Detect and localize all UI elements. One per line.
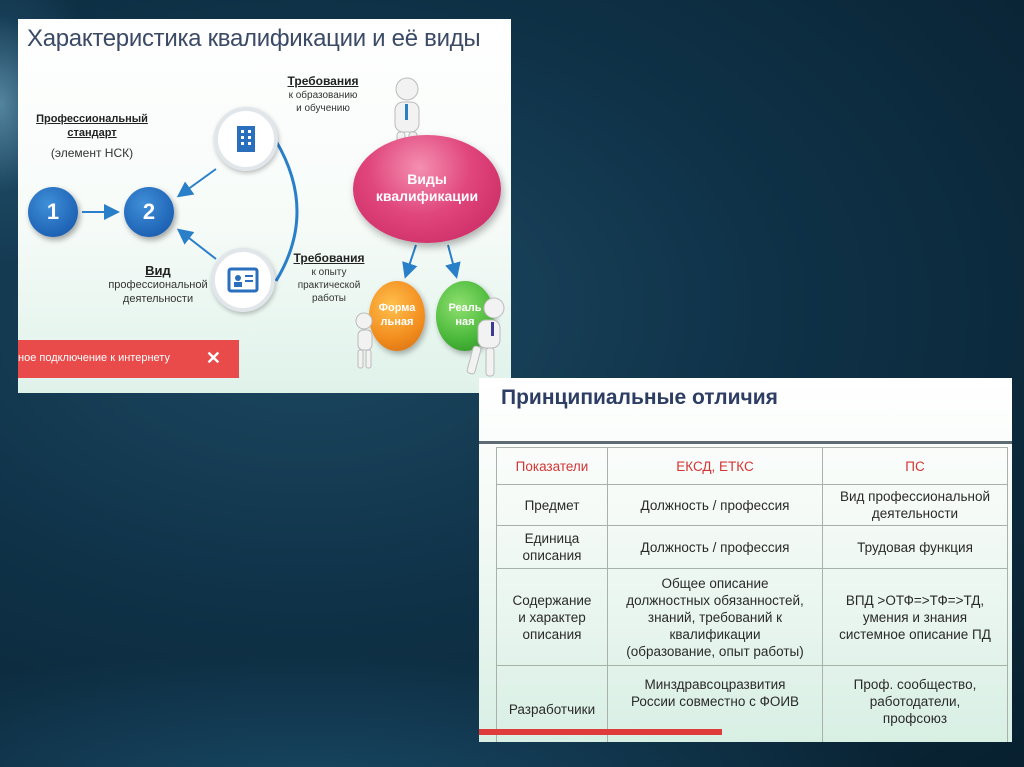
cell-line: деятельности (826, 505, 1004, 522)
connection-notification: ное подключение к интернету ✕ (18, 340, 239, 378)
arrow-edu-to-2 (180, 169, 216, 195)
cell-line: Единица (500, 530, 604, 547)
activity-type-line2: деятельности (93, 292, 223, 306)
cell-line: (образование, опыт работы) (611, 643, 819, 660)
slide-qualification-types: Характеристика квалификации и её виды Пр… (18, 19, 511, 393)
header-ps: ПС (823, 448, 1008, 485)
eksd-cell: Общее описание должностных обязанностей,… (608, 569, 823, 666)
qualification-types-line1: Виды (353, 171, 501, 188)
cell-line: Минздравсоцразвития (611, 676, 819, 693)
row-label: Единица описания (497, 526, 608, 569)
figure-push-right-icon (464, 294, 508, 382)
cell-line: России совместно с ФОИВ (611, 693, 819, 710)
differences-table: Показатели ЕКСД, ЕТКС ПС Предмет Должнос… (496, 447, 1008, 742)
cell-line: профсоюз (826, 710, 1004, 727)
cell-line: Проф. сообщество, (826, 676, 1004, 693)
table-row: Содержание и характер описания Общее опи… (497, 569, 1008, 666)
education-requirements-label: Требования к образованию и обучению (273, 73, 373, 115)
accent-bar (479, 729, 722, 735)
ps-cell: Вид профессиональной деятельности (823, 485, 1008, 526)
cell-line: описания (500, 626, 604, 643)
ps-cell: Проф. сообщество, работодатели, профсоюз (823, 666, 1008, 743)
table-row: Предмет Должность / профессия Вид профес… (497, 485, 1008, 526)
education-requirements-line2: и обучению (273, 102, 373, 115)
cell-line: Общее описание (611, 575, 819, 592)
notification-text: ное подключение к интернету (18, 352, 170, 364)
cell-line: ВПД >ОТФ=>ТФ=>ТД, (826, 592, 1004, 609)
cell-line: умения и знания (826, 609, 1004, 626)
slide2-title: Принципиальные отличия (501, 386, 778, 410)
cell-line: знаний, требований к (611, 609, 819, 626)
experience-requirements-label: Требования к опыту практической работы (280, 250, 378, 305)
education-requirements-line1: к образованию (273, 89, 373, 102)
eksd-cell: Должность / профессия (608, 485, 823, 526)
table-row: Единица описания Должность / профессия Т… (497, 526, 1008, 569)
cell-line: Содержание (500, 592, 604, 609)
id-card-icon (215, 252, 271, 308)
title-divider (479, 441, 1012, 444)
header-eksd: ЕКСД, ЕТКС (608, 448, 823, 485)
education-requirements-title: Требования (273, 73, 373, 89)
cell-line: квалификации (611, 626, 819, 643)
cell-line: Должность / профессия (611, 497, 819, 514)
ps-cell: ВПД >ОТФ=>ТФ=>ТД, умения и знания систем… (823, 569, 1008, 666)
cell-line: Должность / профессия (611, 539, 819, 556)
slide-principal-differences: Принципиальные отличия Показатели ЕКСД, … (479, 378, 1012, 742)
experience-requirements-line1: к опыту (280, 266, 378, 279)
cell-line: должностных обязанностей, (611, 592, 819, 609)
arrow-to-formal (406, 245, 416, 275)
figure-push-left-icon (352, 311, 382, 373)
ps-cell: Трудовая функция (823, 526, 1008, 569)
row-label: Содержание и характер описания (497, 569, 608, 666)
cell-line: Трудовая функция (826, 539, 1004, 556)
building-icon (218, 111, 274, 167)
qualification-types-label: Виды квалификации (353, 171, 501, 205)
cell-line: Разработчики (500, 701, 604, 718)
activity-type-line1: профессиональной (93, 278, 223, 292)
cell-line: Вид профессиональной (826, 488, 1004, 505)
cell-line: и характер (500, 609, 604, 626)
cell-line: работодатели, (826, 693, 1004, 710)
cell-line: системное описание ПД (826, 626, 1004, 643)
arrow-to-real (448, 245, 456, 275)
arrow-exp-to-2 (180, 231, 216, 259)
row-label: Предмет (497, 485, 608, 526)
header-indicators: Показатели (497, 448, 608, 485)
table-header-row: Показатели ЕКСД, ЕТКС ПС (497, 448, 1008, 485)
experience-requirements-line2: практической (280, 279, 378, 292)
experience-requirements-title: Требования (280, 250, 378, 266)
activity-type-title: Вид (93, 264, 223, 278)
eksd-cell: Должность / профессия (608, 526, 823, 569)
cell-line: описания (500, 547, 604, 564)
experience-requirements-line3: работы (280, 292, 378, 305)
activity-type-label: Вид профессиональной деятельности (93, 264, 223, 306)
qualification-types-line2: квалификации (353, 188, 501, 205)
cell-line: Предмет (500, 497, 604, 514)
building-icon-circle (214, 107, 278, 171)
close-icon[interactable]: ✕ (206, 348, 221, 369)
